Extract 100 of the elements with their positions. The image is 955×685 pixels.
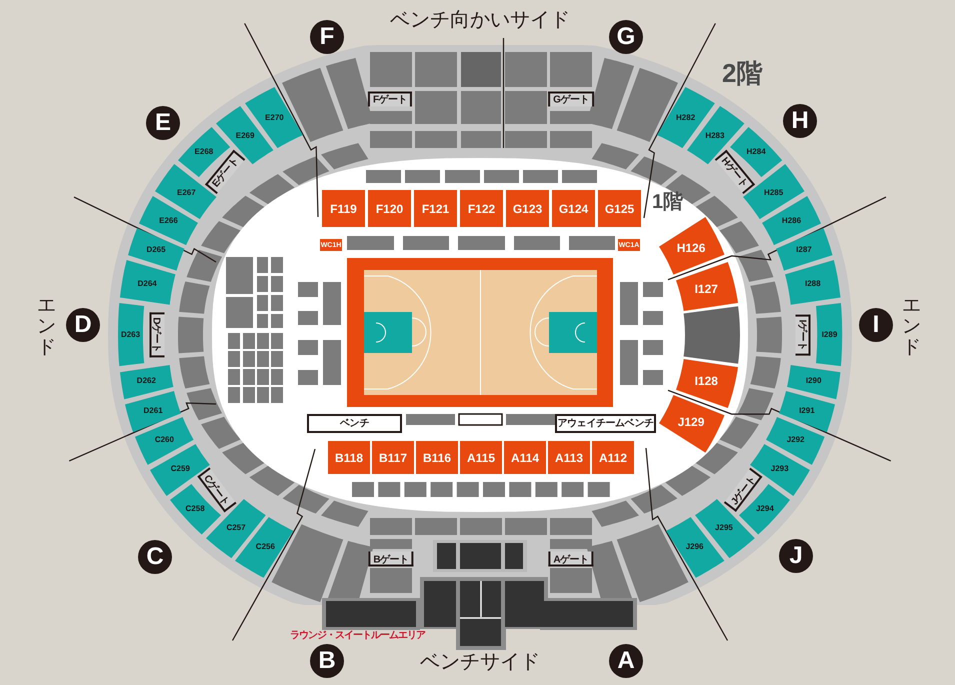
- section-number: I128: [694, 375, 718, 388]
- seat-section: [128, 228, 184, 271]
- seat-section: [460, 190, 503, 227]
- section-number: I288: [805, 280, 821, 288]
- seat-section: [776, 228, 832, 271]
- section-number: A115: [466, 452, 496, 464]
- area-label: ラウンジ・スイートルームエリア: [290, 631, 425, 641]
- section-number: D264: [138, 280, 157, 288]
- section-number: C256: [256, 543, 275, 552]
- section-number: J293: [770, 464, 789, 473]
- side-heading: ベンチサイド: [420, 652, 540, 672]
- bench-label: ベンチ: [340, 418, 369, 428]
- side-heading: ベンチ向かいサイド: [390, 10, 570, 30]
- gate-sign: Iゲート: [796, 314, 810, 356]
- section-number: J292: [786, 436, 804, 444]
- gate-letter: A: [617, 649, 635, 673]
- gate-letter: B: [318, 649, 336, 673]
- floor-label: 1階: [652, 192, 684, 212]
- seat-section: [460, 441, 502, 474]
- seat-section: [322, 190, 365, 227]
- seat-section: [138, 196, 198, 245]
- gate-marker: [779, 539, 813, 573]
- seat-section: [784, 260, 840, 305]
- gate-letter: E: [154, 111, 171, 135]
- section-number: I291: [799, 406, 815, 415]
- gate-letter: H: [791, 109, 809, 133]
- seat-section: [676, 262, 738, 311]
- section-number: D262: [136, 377, 156, 386]
- section-number: A114: [510, 452, 540, 464]
- section-number: E267: [177, 188, 196, 197]
- section-number: H282: [676, 114, 696, 122]
- seat-section: [328, 441, 370, 474]
- section-number: E269: [236, 132, 254, 140]
- section-number: B118: [334, 452, 364, 464]
- gate-letter: F: [320, 25, 334, 49]
- section-number: D261: [144, 406, 163, 415]
- end-label: エンド: [37, 296, 56, 359]
- gate-sign: Dゲート: [150, 312, 164, 358]
- bench-sign: [307, 414, 402, 433]
- section-number: E266: [159, 217, 178, 226]
- section-number: I287: [796, 246, 812, 254]
- gate-letter: C: [146, 545, 164, 569]
- seat-section: [120, 365, 174, 400]
- seat-section: [659, 216, 725, 274]
- seat-section: [372, 441, 414, 474]
- section-number: D263: [120, 330, 140, 339]
- seat-section: [766, 417, 825, 466]
- gate-sign: Bゲート: [368, 552, 414, 566]
- section-number: J295: [715, 524, 733, 532]
- section-number: G123: [512, 202, 542, 214]
- section-number: A112: [598, 452, 628, 464]
- seat-section: [676, 359, 738, 408]
- section-number: I289: [822, 330, 838, 339]
- gate-letter: D: [74, 313, 92, 337]
- section-number: I127: [694, 282, 718, 295]
- seat-section: [548, 441, 590, 474]
- gate-sign: Aゲート: [548, 552, 594, 566]
- section-number: J296: [686, 543, 704, 552]
- section-number: H283: [705, 132, 724, 140]
- gate-letter: G: [616, 25, 636, 49]
- section-number: F119: [330, 202, 357, 214]
- gate-sign: Fゲート: [368, 92, 412, 106]
- gate-marker: [310, 20, 344, 54]
- section-number: C257: [226, 524, 246, 532]
- section-number: B117: [378, 452, 408, 464]
- section-number: E270: [265, 114, 284, 122]
- gate-marker: [783, 104, 817, 138]
- section-number: I290: [806, 377, 822, 386]
- seat-section: [135, 417, 194, 466]
- section-number: H286: [782, 217, 802, 226]
- gate-marker: [609, 20, 643, 54]
- section-number: B116: [422, 452, 452, 464]
- gate-marker: [66, 308, 100, 342]
- seat-section: [816, 303, 842, 367]
- section-number: C260: [154, 436, 174, 444]
- gate-letter: I: [872, 313, 880, 337]
- seat-section: [368, 190, 411, 227]
- section-number: G125: [604, 202, 634, 214]
- seat-section: [416, 441, 458, 474]
- section-number: J129: [678, 416, 704, 428]
- bench-label: アウェイチームベンチ: [557, 418, 654, 428]
- section-number: C259: [170, 464, 190, 473]
- seat-section: [506, 190, 549, 227]
- seat-section: [598, 190, 641, 227]
- seat-section: [125, 391, 182, 432]
- gate-marker: [310, 644, 344, 678]
- seat-section: [659, 395, 725, 454]
- seat-section: [504, 441, 546, 474]
- gate-letter: J: [789, 544, 803, 568]
- seat-section: [320, 239, 342, 251]
- section-number: A113: [554, 452, 584, 464]
- section-number: F121: [422, 202, 450, 214]
- seat-section: [618, 239, 640, 251]
- section-number: G124: [558, 202, 588, 214]
- section-number: D265: [146, 246, 166, 254]
- section-number: F120: [376, 202, 404, 214]
- section-number: H126: [676, 242, 706, 254]
- section-number: F122: [468, 202, 496, 214]
- gate-marker: [609, 644, 643, 678]
- seat-section: [592, 441, 634, 474]
